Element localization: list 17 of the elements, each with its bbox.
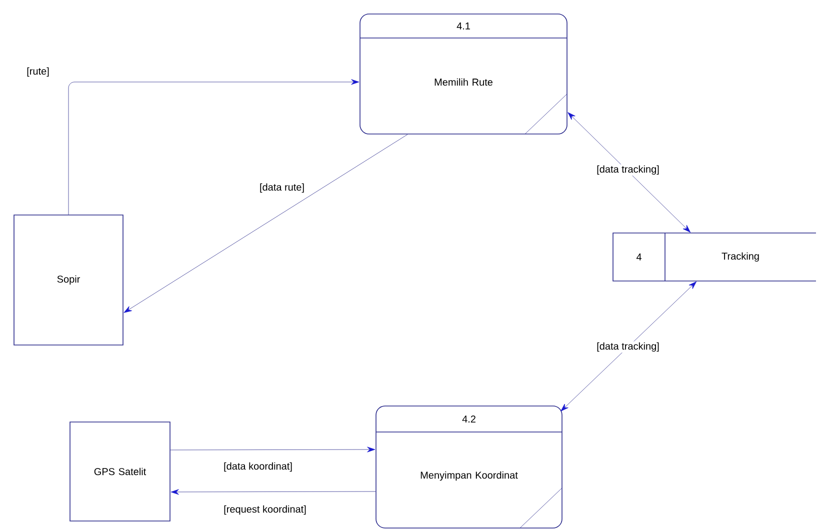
arrow [560,281,697,412]
data-store: 4 Tracking [612,232,816,282]
process-box: 4.2 Menyimpan Koordinat [376,406,562,528]
edge-label: [request koordinat] [222,504,308,516]
edge-label: [data tracking] [596,164,660,176]
arrow [170,446,376,452]
arrow [68,79,360,215]
process-box: 4.1 Memilih Rute [360,14,568,134]
arrow [170,489,376,495]
edge-label: [data tracking] [596,341,660,353]
edge-label: [rute] [26,66,50,78]
entity-box: GPS Satelit [70,422,170,522]
edge-label: [data rute] [258,182,306,194]
edge-label: [data koordinat] [222,461,294,473]
entity-box: Sopir [14,214,124,346]
arrow [568,112,691,233]
arrow [124,134,408,313]
